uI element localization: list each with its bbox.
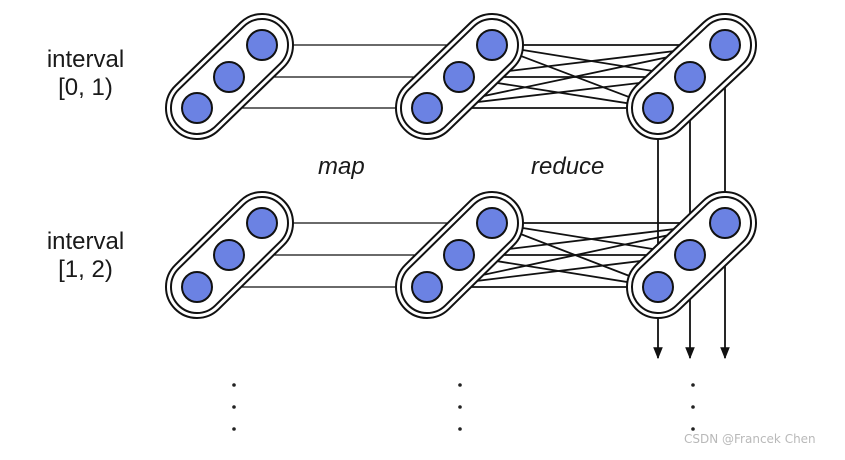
watermark: CSDN @Francek Chen (684, 432, 816, 446)
top-mid-node-2 (443, 61, 475, 93)
ellipsis-out (691, 383, 695, 431)
top-input-inner-ring (169, 17, 290, 136)
bottom-out-node-3 (709, 207, 741, 239)
ellipsis-mid-dot-3 (458, 427, 462, 431)
bottom-out-node-1 (642, 271, 674, 303)
top-input-node-2 (213, 61, 245, 93)
bottom-shuffle-arrow-3-1 (507, 228, 643, 282)
map-label: map (318, 153, 365, 180)
bottom-input-node-2 (213, 239, 245, 271)
ellipsis-input-dot-2 (232, 405, 236, 409)
top-input-node-1 (181, 92, 213, 124)
bottom-out-node-2 (674, 239, 706, 271)
interval-bottom-range: [1, 2) (58, 256, 113, 283)
top-input-node-3 (246, 29, 278, 61)
ellipsis-out-dot-2 (691, 405, 695, 409)
ellipsis-mid-dot-2 (458, 405, 462, 409)
top-out-node-1 (642, 92, 674, 124)
bottom-shuffle-arrow-2-1 (475, 256, 642, 288)
interval-top-label: interval [0, 1) (28, 46, 143, 102)
bottom-mid-node-1 (411, 271, 443, 303)
top-mid-node-3 (476, 29, 508, 61)
top-out-node-3 (709, 29, 741, 61)
ellipsis-input-dot-1 (232, 383, 236, 387)
top-shuffle-arrow-2-1 (475, 78, 642, 109)
bottom-out-inner-ring (630, 196, 753, 314)
bottom-input-inner-ring (170, 196, 289, 314)
bottom-input-node-1 (181, 271, 213, 303)
ellipsis-input-dot-3 (232, 427, 236, 431)
top-out-node-2 (674, 61, 706, 93)
interval-top-word: interval (46, 46, 125, 73)
bottom-input-node-3 (246, 207, 278, 239)
ellipsis-out-dot-3 (691, 427, 695, 431)
bottom-mid-inner-ring (400, 196, 519, 314)
bottom-mid-node-2 (443, 239, 475, 271)
bottom-mid-node-3 (476, 207, 508, 239)
top-shuffle-arrow-3-2 (508, 46, 674, 78)
ellipsis-out-dot-1 (691, 383, 695, 387)
ellipsis-mid-dot-1 (458, 383, 462, 387)
top-mid-node-1 (411, 92, 443, 124)
interval-top-range: [0, 1) (58, 74, 113, 101)
interval-bottom-word: interval (46, 228, 125, 255)
bottom-shuffle-arrow-3-2 (508, 224, 674, 256)
interval-bottom-label: interval [1, 2) (28, 228, 143, 284)
ellipsis-input (232, 383, 236, 431)
reduce-label: reduce (531, 153, 605, 180)
top-shuffle-arrow-3-1 (507, 50, 643, 103)
top-out-inner-ring (630, 17, 753, 136)
top-mid-inner-ring (399, 17, 520, 136)
ellipsis-mid (458, 383, 462, 431)
